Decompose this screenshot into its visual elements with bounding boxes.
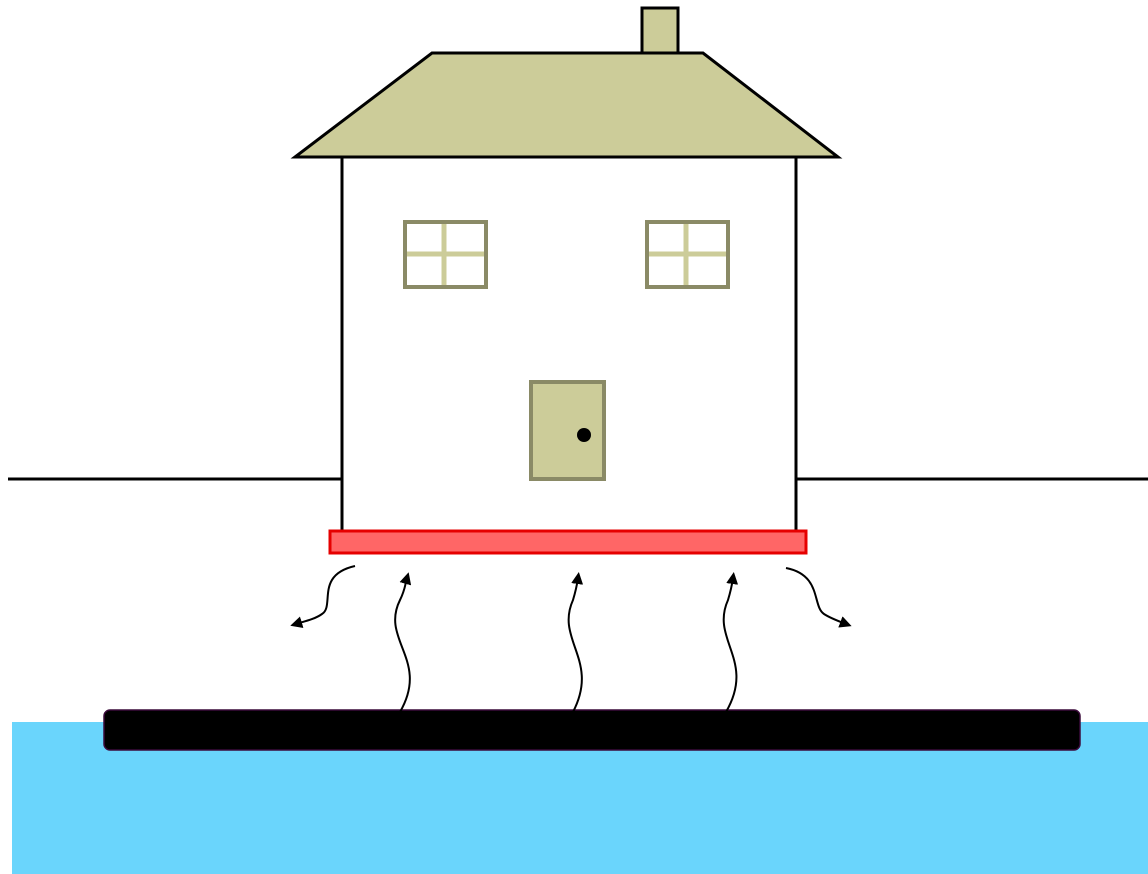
heat-arrow-side-right xyxy=(785,567,852,628)
door-knob xyxy=(577,428,591,442)
red-foundation-slab xyxy=(328,529,808,555)
window-right xyxy=(645,220,730,289)
heat-arrow-up-center xyxy=(567,572,584,713)
door xyxy=(529,380,606,481)
chimney xyxy=(640,6,680,58)
heat-arrow-up-right xyxy=(722,572,739,713)
heat-arrow-up-left xyxy=(394,572,412,713)
heat-arrow-side-left xyxy=(290,565,356,629)
roof xyxy=(290,51,843,159)
window-left xyxy=(403,220,488,289)
black-barrier-slab xyxy=(103,709,1081,751)
